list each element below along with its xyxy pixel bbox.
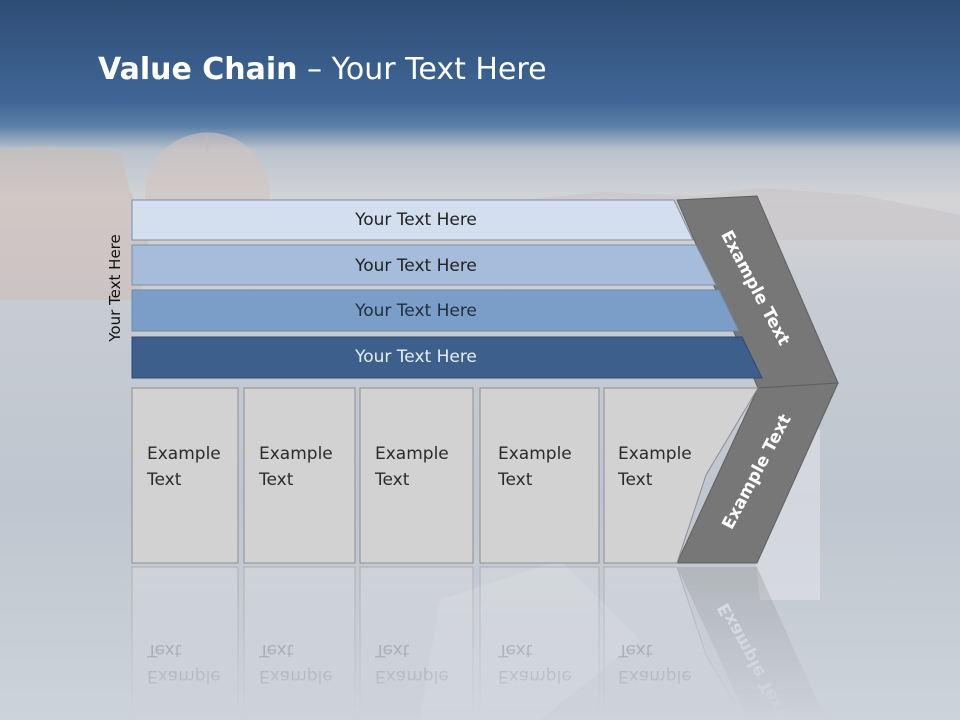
box-5-line2: Text xyxy=(617,470,653,490)
reflection-text: Example xyxy=(259,666,333,686)
box-1-line1: Example xyxy=(147,444,221,464)
box-1 xyxy=(131,387,239,564)
reflection-text: Example xyxy=(147,666,221,686)
reflection-text: Text xyxy=(146,640,182,660)
box-3 xyxy=(359,387,474,564)
reflection-boxes xyxy=(131,566,826,720)
reflection-chevron xyxy=(677,567,826,720)
reflection-text: Example xyxy=(498,666,572,686)
bar-1 xyxy=(131,199,694,241)
reflection-box xyxy=(603,566,746,720)
bar-2 xyxy=(131,244,717,286)
reflection-text: Example xyxy=(375,666,449,686)
box-4 xyxy=(479,387,600,564)
bar-1-label: Your Text Here xyxy=(354,210,477,230)
box-2 xyxy=(243,387,356,564)
reflection-text: Text xyxy=(374,640,410,660)
reflection-box xyxy=(131,566,239,720)
slide-title: Value Chain – Your Text Here xyxy=(98,52,547,87)
reflection-text: Text xyxy=(258,640,294,660)
box-1-line2: Text xyxy=(146,470,182,490)
reflection-box xyxy=(479,566,600,720)
reflection-text: Example xyxy=(618,666,692,686)
reflection-text: Text xyxy=(617,640,653,660)
box-4-line2: Text xyxy=(497,470,533,490)
box-2-line2: Text xyxy=(258,470,294,490)
box-3-line1: Example xyxy=(375,444,449,464)
bars xyxy=(131,199,763,379)
box-5-line1: Example xyxy=(618,444,692,464)
bar-3-label: Your Text Here xyxy=(354,301,477,321)
bar-2-label: Your Text Here xyxy=(354,256,477,276)
title-bold: Value Chain xyxy=(98,52,298,87)
bar-4 xyxy=(131,336,763,379)
reflection-text: Text xyxy=(497,640,533,660)
box-5 xyxy=(603,387,759,564)
bar-3 xyxy=(131,289,740,332)
box-4-line1: Example xyxy=(498,444,572,464)
chevron-lower xyxy=(676,382,839,564)
box-2-line1: Example xyxy=(259,444,333,464)
box-3-line2: Text xyxy=(374,470,410,490)
title-rest: – Your Text Here xyxy=(297,52,547,87)
reflection-box xyxy=(243,566,356,720)
reflection-box xyxy=(359,566,474,720)
reflection: Example Text Example Text Example Text E… xyxy=(131,566,826,720)
bar-4-label: Your Text Here xyxy=(354,347,477,367)
